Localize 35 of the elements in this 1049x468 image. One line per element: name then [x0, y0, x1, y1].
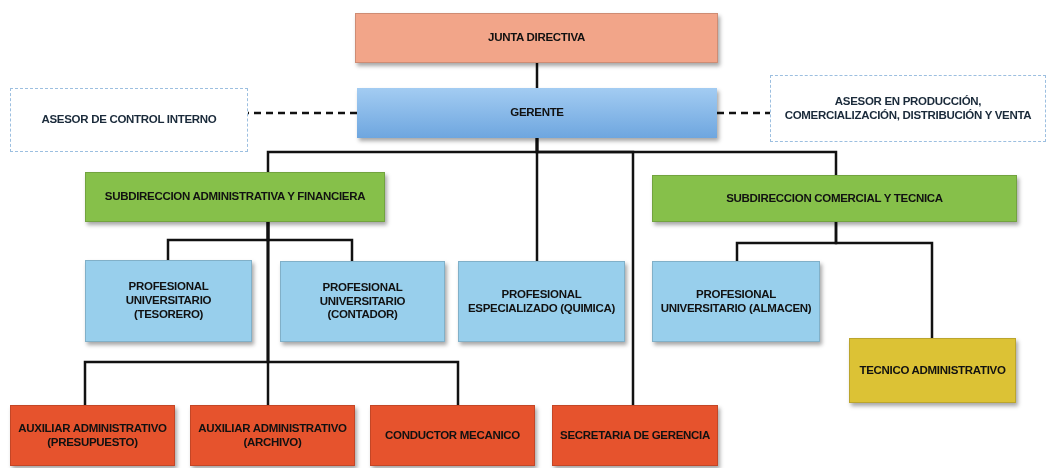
- node-label: SUBDIRECCION ADMINISTRATIVA Y FINANCIERA: [103, 190, 367, 204]
- org-box: [190, 405, 355, 466]
- node-label: PROFESIONAL UNIVERSITARIO (CONTADOR): [318, 280, 407, 323]
- org-box: [552, 405, 718, 466]
- node-label: SECRETARIA DE GERENCIA: [559, 428, 711, 443]
- org-box: [849, 338, 1016, 403]
- node-label: TECNICO ADMINISTRATIVO: [858, 363, 1007, 378]
- org-box: [652, 175, 1017, 222]
- org-box: [458, 261, 625, 342]
- node-label: AUXILIAR ADMINISTRATIVO (ARCHIVO): [197, 421, 348, 450]
- node-label: CONDUCTOR MECANICO: [384, 428, 521, 443]
- node-label: JUNTA DIRECTIVA: [487, 31, 586, 45]
- advisor-box: [770, 75, 1046, 142]
- node-label: GERENTE: [509, 106, 565, 120]
- connector-line: [266, 222, 460, 405]
- connector-line: [834, 222, 934, 338]
- node-label: ASESOR DE CONTROL INTERNO: [40, 113, 218, 127]
- dashed-connector: [717, 111, 770, 115]
- org-box: [85, 260, 252, 342]
- org-box: [370, 405, 535, 466]
- advisor-box: [10, 88, 248, 152]
- node-label: ASESOR EN PRODUCCIÓN, COMERCIALIZACIÓN, DISTRIBUCIÓN Y VENTA: [783, 94, 1033, 123]
- node-label: PROFESIONAL UNIVERSITARIO (ALMACEN): [659, 287, 813, 316]
- org-box: [357, 88, 717, 138]
- org-box: [85, 172, 385, 222]
- node-label: SUBDIRECCION COMERCIAL Y TECNICA: [725, 191, 944, 206]
- org-box: [10, 405, 175, 466]
- org-box: [280, 261, 445, 342]
- node-label: PROFESIONAL UNIVERSITARIO (TESORERO): [124, 280, 213, 322]
- connector-line: [535, 63, 539, 88]
- connector-line: [535, 138, 838, 175]
- org-box: [652, 261, 820, 342]
- node-label: PROFESIONAL ESPECIALIZADO (QUIMICA): [466, 287, 617, 316]
- node-label: AUXILIAR ADMINISTRATIVO (PRESUPUESTO): [17, 421, 168, 450]
- org-box: [355, 13, 718, 63]
